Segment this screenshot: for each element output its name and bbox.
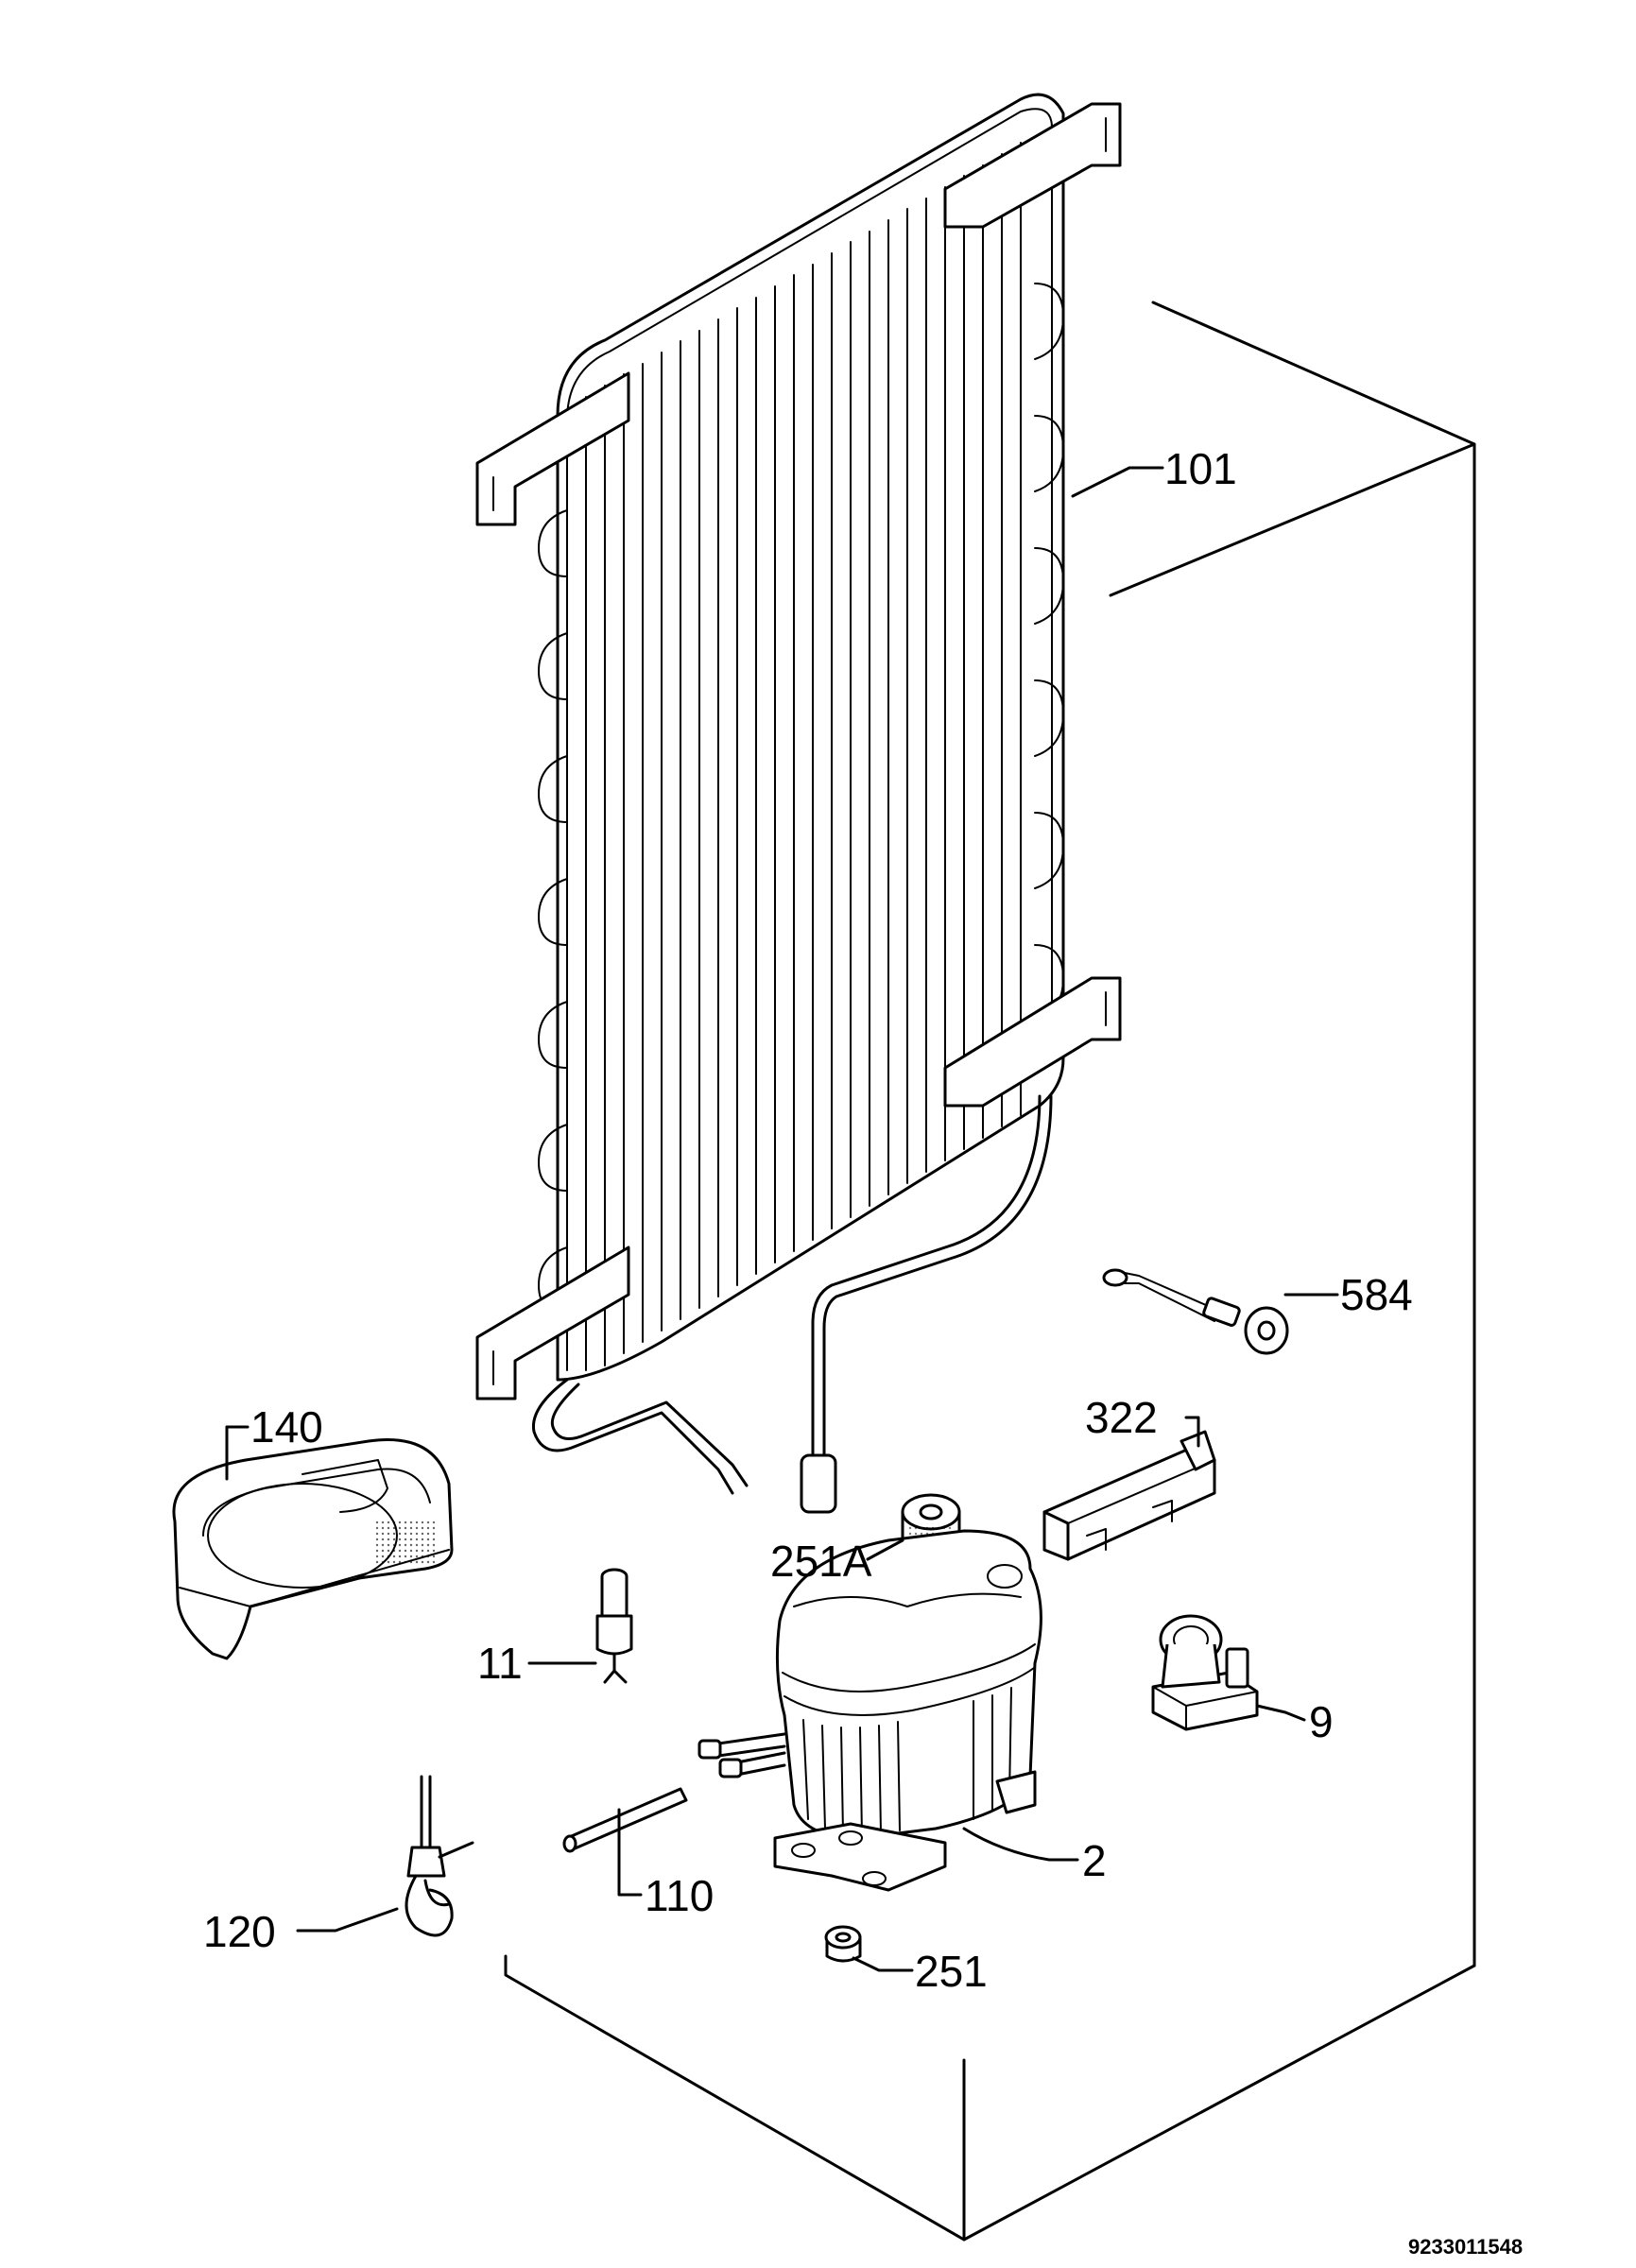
relay-component [595, 1568, 633, 1684]
part-labels: 101 584 322 140 251A 11 9 2 110 120 251 … [203, 444, 1523, 2259]
label-110: 110 [645, 1871, 714, 1920]
condenser-bracket [475, 102, 1122, 1400]
document-id: 9233011548 [1408, 2235, 1523, 2259]
leader-lines [225, 466, 1339, 1972]
grommet-251 [824, 1925, 862, 1963]
condenser-coil [475, 93, 1122, 1514]
label-101: 101 [1164, 444, 1237, 493]
filter-dryer [405, 1775, 474, 1937]
label-584: 584 [1340, 1270, 1413, 1319]
cabinet-outline [504, 301, 1476, 2242]
label-120: 120 [203, 1907, 276, 1956]
label-11: 11 [477, 1639, 523, 1688]
label-251a: 251A [770, 1537, 872, 1586]
mounting-bracket [1042, 1430, 1216, 1561]
label-251: 251 [915, 1947, 988, 1996]
label-9: 9 [1309, 1697, 1334, 1746]
label-322: 322 [1085, 1393, 1158, 1442]
label-140: 140 [250, 1402, 323, 1452]
drip-tray [172, 1438, 454, 1660]
thermal-protector [1102, 1268, 1289, 1355]
compressor [697, 1529, 1042, 1892]
connecting-pipe [562, 1787, 688, 1853]
label-2: 2 [1082, 1836, 1107, 1885]
starter-relay [1151, 1614, 1259, 1731]
